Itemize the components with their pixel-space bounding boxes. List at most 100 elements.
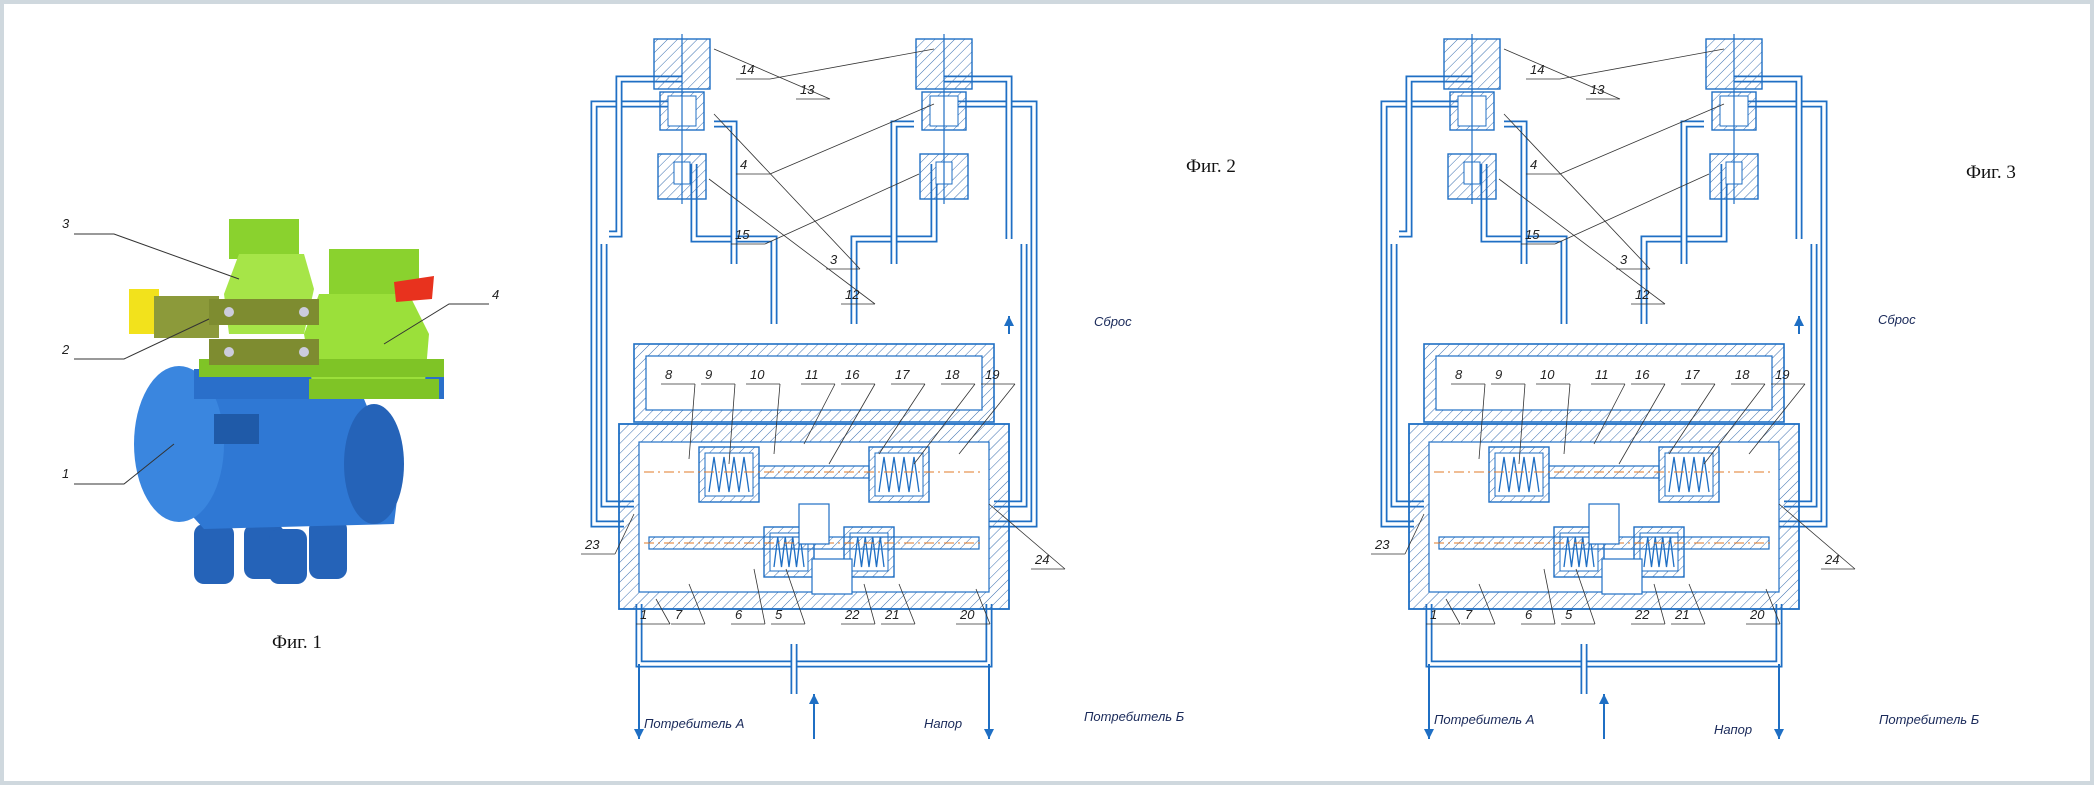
leader-9 bbox=[1491, 383, 1526, 465]
leader-19 bbox=[1748, 383, 1806, 455]
leader-18 bbox=[913, 383, 976, 465]
pipe bbox=[890, 120, 914, 264]
label-22: 22 bbox=[1635, 607, 1650, 622]
label-18: 18 bbox=[945, 367, 960, 382]
leader-16 bbox=[1618, 383, 1666, 465]
leader-22 bbox=[841, 583, 876, 625]
label-1: 1 bbox=[62, 466, 70, 481]
leader-5 bbox=[1561, 568, 1596, 625]
leader-8 bbox=[661, 383, 696, 460]
figure-2-caption: Фиг. 2 bbox=[1186, 156, 1236, 177]
leader-23 bbox=[581, 513, 635, 555]
label-10: 10 bbox=[1540, 367, 1555, 382]
leader-5 bbox=[771, 568, 806, 625]
leader-12 bbox=[708, 178, 876, 305]
label-17: 17 bbox=[895, 367, 910, 382]
leader-9 bbox=[701, 383, 736, 465]
leader-15 bbox=[731, 173, 920, 245]
label-19: 19 bbox=[985, 367, 1000, 382]
leader-3 bbox=[713, 113, 861, 270]
leader-3 bbox=[1503, 113, 1651, 270]
leader-16 bbox=[828, 383, 876, 465]
pipe bbox=[714, 120, 738, 264]
leader-12 bbox=[1498, 178, 1666, 305]
label-9: 9 bbox=[1495, 367, 1503, 382]
figure-2-drawing bbox=[581, 34, 1066, 739]
label-3: 3 bbox=[1620, 252, 1628, 267]
label-7: 7 bbox=[1465, 607, 1473, 622]
figure-1-3d-view: 1 2 3 4 Фиг. 1 bbox=[4, 4, 544, 781]
pipe bbox=[1504, 120, 1528, 264]
leader-22 bbox=[1631, 583, 1666, 625]
leader-8 bbox=[1451, 383, 1486, 460]
consumer-a-label: Потребитель А bbox=[644, 716, 745, 731]
label-21: 21 bbox=[1675, 607, 1690, 622]
label-16: 16 bbox=[845, 367, 860, 382]
leader-6 bbox=[1521, 568, 1556, 625]
spring bbox=[1668, 456, 1710, 493]
leader-1 bbox=[1426, 598, 1461, 625]
label-6: 6 bbox=[735, 607, 743, 622]
leader-7 bbox=[1461, 583, 1496, 625]
leader-4 bbox=[1526, 103, 1725, 175]
consumer-b-label: Потребитель Б bbox=[1084, 709, 1185, 724]
label-16: 16 bbox=[1635, 367, 1650, 382]
label-14: 14 bbox=[740, 62, 755, 77]
label-3: 3 bbox=[62, 216, 70, 231]
leader-21 bbox=[881, 583, 916, 625]
label-1: 1 bbox=[640, 607, 648, 622]
actuator bbox=[129, 289, 319, 365]
label-15: 15 bbox=[1525, 227, 1540, 242]
label-11: 11 bbox=[805, 367, 819, 382]
label-14: 14 bbox=[1530, 62, 1545, 77]
label-9: 9 bbox=[705, 367, 713, 382]
label-8: 8 bbox=[1455, 367, 1463, 382]
pipe bbox=[635, 604, 993, 668]
figure-3-drawing bbox=[1371, 34, 1856, 739]
leader-10 bbox=[1536, 383, 1571, 455]
leader-20 bbox=[1746, 588, 1781, 625]
label-8: 8 bbox=[665, 367, 673, 382]
leader-13 bbox=[1503, 48, 1621, 100]
label-13: 13 bbox=[1590, 82, 1605, 97]
leader-20 bbox=[956, 588, 991, 625]
label-12: 12 bbox=[845, 287, 860, 302]
leader-19 bbox=[958, 383, 1016, 455]
label-7: 7 bbox=[675, 607, 683, 622]
label-11: 11 bbox=[1595, 367, 1609, 382]
leader-17 bbox=[1668, 383, 1716, 455]
label-10: 10 bbox=[750, 367, 765, 382]
pipe bbox=[1425, 604, 1783, 668]
leader-11 bbox=[801, 383, 836, 445]
pressure-label: Напор bbox=[1714, 722, 1753, 737]
leader-24 bbox=[988, 503, 1066, 570]
leader-1 bbox=[636, 598, 671, 625]
leader-17 bbox=[878, 383, 926, 455]
drain-port-label: Сброс bbox=[1878, 312, 1916, 327]
leader-21 bbox=[1671, 583, 1706, 625]
label-20: 20 bbox=[960, 607, 975, 622]
leader-14 bbox=[1526, 48, 1725, 80]
pressure-label: Напор bbox=[924, 716, 963, 731]
label-17: 17 bbox=[1685, 367, 1700, 382]
label-19: 19 bbox=[1775, 367, 1790, 382]
label-22: 22 bbox=[845, 607, 860, 622]
valve-block bbox=[199, 219, 444, 399]
leader-11 bbox=[1591, 383, 1626, 445]
consumer-a-label: Потребитель А bbox=[1434, 712, 1535, 727]
leader-13 bbox=[713, 48, 831, 100]
label-4: 4 bbox=[492, 287, 500, 302]
label-6: 6 bbox=[1525, 607, 1533, 622]
drain-port-label: Сброс bbox=[1094, 314, 1132, 329]
leader-7 bbox=[671, 583, 706, 625]
label-23: 23 bbox=[1375, 537, 1390, 552]
label-4: 4 bbox=[740, 157, 748, 172]
figure-3-caption: Фиг. 3 bbox=[1966, 162, 2016, 183]
leader-6 bbox=[731, 568, 766, 625]
label-4: 4 bbox=[1530, 157, 1538, 172]
leader-18 bbox=[1703, 383, 1766, 465]
label-5: 5 bbox=[775, 607, 783, 622]
